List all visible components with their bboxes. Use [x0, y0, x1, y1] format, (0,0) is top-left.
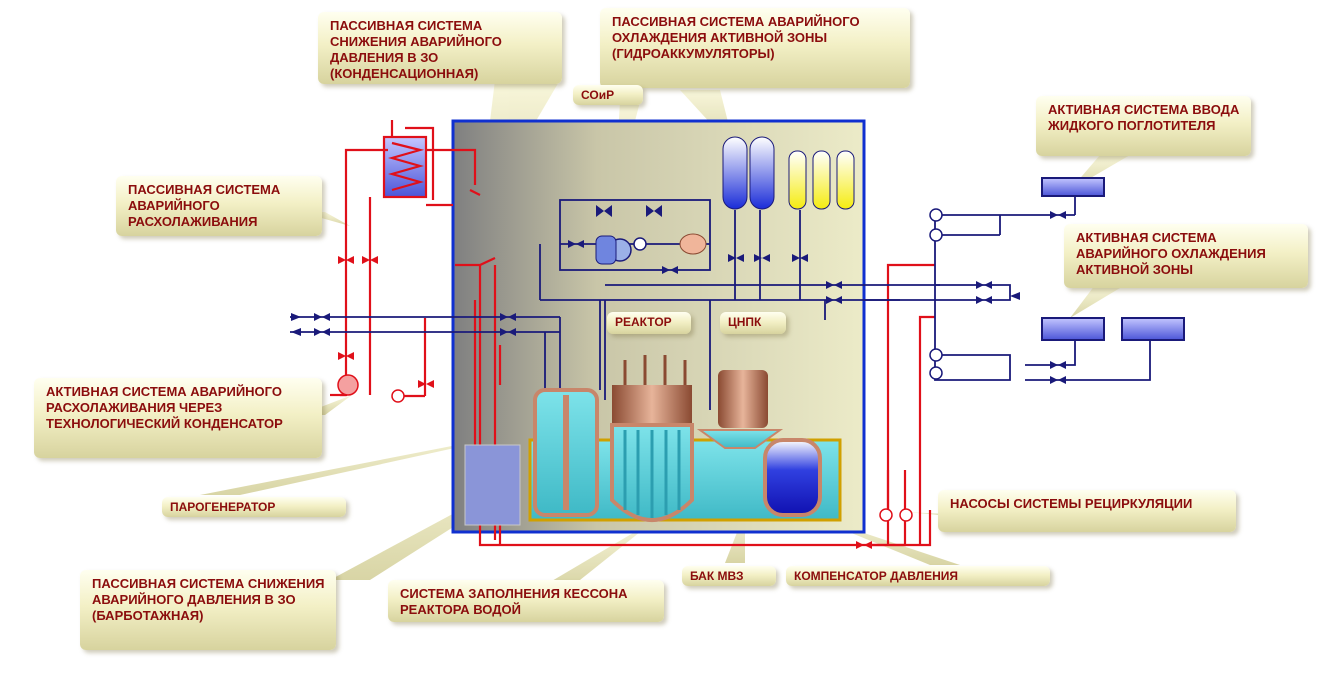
label-passive-bubbling-system: ПАССИВНАЯ СИСТЕМА СНИЖЕНИЯ АВАРИЙНОГО ДА… [80, 570, 336, 650]
label-passive-eccs-accumulators: ПАССИВНАЯ СИСТЕМА АВАРИЙНОГО ОХЛАЖДЕНИЯ … [600, 8, 910, 88]
label-active-eccs: АКТИВНАЯ СИСТЕМА АВАРИЙНОГО ОХЛАЖДЕНИЯ А… [1064, 224, 1308, 288]
label-main-circulation-pump: ЦНПК [720, 312, 786, 334]
label-recirculation-pumps: НАСОСЫ СИСТЕМЫ РЕЦИРКУЛЯЦИИ [938, 490, 1236, 532]
label-steam-generator: ПАРОГЕНЕРАТОР [162, 497, 346, 517]
label-mvz-tank: БАК МВЗ [682, 566, 776, 586]
label-reactor: РЕАКТОР [607, 312, 691, 334]
label-passive-cooldown-system: ПАССИВНАЯ СИСТЕМА АВАРИЙНОГО РАСХОЛАЖИВА… [116, 176, 322, 236]
pressurizer [765, 440, 820, 515]
label-passive-condensation-system: ПАССИВНАЯ СИСТЕМА СНИЖЕНИЯ АВАРИЙНОГО ДА… [318, 12, 562, 84]
soir-heat-exchanger [596, 236, 616, 264]
label-active-cooldown-condenser: АКТИВНАЯ СИСТЕМА АВАРИЙНОГО РАСХОЛАЖИВАН… [34, 378, 322, 458]
steam-generator [535, 390, 597, 515]
label-caisson-fill-system: СИСТЕМА ЗАПОЛНЕНИЯ КЕССОНА РЕАКТОРА ВОДО… [388, 580, 664, 622]
red-circuits-right [870, 265, 935, 545]
label-active-liquid-absorber: АКТИВНАЯ СИСТЕМА ВВОДА ЖИДКОГО ПОГЛОТИТЕ… [1036, 96, 1251, 156]
label-soir: СОиР [573, 85, 643, 105]
label-pressurizer: КОМПЕНСАТОР ДАВЛЕНИЯ [786, 566, 1050, 586]
